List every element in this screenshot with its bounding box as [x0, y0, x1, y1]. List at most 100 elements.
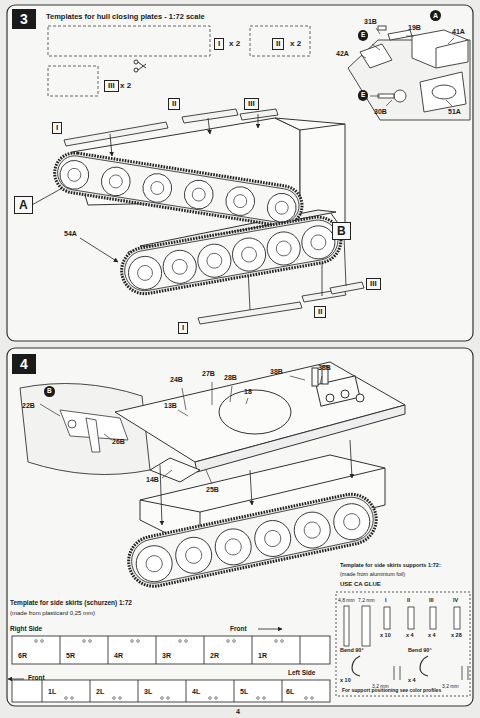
callout-box: III [104, 80, 119, 92]
detail-inset [348, 26, 470, 120]
subassembly-mark: A [430, 10, 441, 21]
callout-label: 6L [286, 688, 294, 695]
callout-label: x 4 [408, 678, 416, 684]
detail-inset [20, 384, 150, 475]
callout-label: x 2 [120, 82, 131, 90]
callout-box: II [168, 98, 180, 110]
template-heading: Templates for hull closing plates - 1:72… [46, 13, 205, 21]
step-panel [7, 348, 473, 706]
callout-label: 4,8 mm [338, 598, 355, 603]
callout-label: Bend 90° [408, 648, 432, 654]
node-text: B [337, 224, 346, 238]
callout-label: Template for side skirts supports 1:72: [340, 563, 441, 569]
node-text: III [248, 99, 255, 108]
callout-label: 5L [240, 688, 248, 695]
step-number: 4 [12, 354, 36, 374]
leader-line [362, 28, 454, 106]
callout-label: (made from plasticard 0,25 mm) [10, 610, 95, 616]
callout-label: 28B [224, 374, 237, 381]
callout-label: x 4 [428, 633, 436, 639]
callout-label: 26B [112, 438, 125, 445]
callout-box: I [178, 322, 188, 334]
callout-label: 3,2 mm [442, 684, 459, 689]
callout-label: 31B [364, 18, 377, 25]
leader-line [40, 376, 322, 484]
callout-label: Template for side skirts (schurzen) 1:72 [10, 600, 132, 607]
callout-label: 13B [164, 402, 177, 409]
callout-label: 3R [162, 652, 171, 659]
callout-label: Front [230, 626, 247, 633]
callout-box: I [52, 122, 62, 134]
callout-label: 24B [170, 376, 183, 383]
callout-box: III [366, 278, 381, 290]
step-panel [7, 5, 473, 341]
node-text: I [218, 39, 220, 48]
template-outline [48, 26, 310, 96]
hull-detail [60, 410, 128, 452]
callout-label: 1R [258, 652, 267, 659]
direction-arrow [8, 629, 282, 679]
node-text: I [56, 123, 58, 132]
assembly-arrow [30, 114, 346, 310]
skirt-template [12, 636, 330, 702]
node-text: 4 [20, 356, 28, 372]
callout-label: 19B [408, 24, 421, 31]
callout-label: 22B [22, 402, 35, 409]
node-text: I [182, 323, 184, 332]
node-text: III [370, 279, 377, 288]
track [52, 150, 305, 229]
node-text: II [318, 307, 322, 316]
callout-label: 30B [374, 108, 387, 115]
callout-box: II [314, 306, 326, 318]
node-text: II [172, 99, 176, 108]
callout-box: A [14, 196, 33, 214]
callout-label: (made from aluminium foil) [340, 572, 405, 578]
callout-label: 5R [66, 652, 75, 659]
subassembly-mark: E [358, 30, 368, 41]
node-text: 3 [20, 11, 28, 27]
subassembly-mark: B [44, 386, 55, 397]
scissors [134, 60, 146, 72]
callout-label: Left Side [288, 670, 315, 677]
callout-box: I [214, 38, 224, 50]
callout-label: x 28 [451, 633, 462, 639]
callout-label: x 10 [380, 633, 391, 639]
callout-label: 25B [206, 486, 219, 493]
callout-label: 51A [448, 108, 461, 115]
track-assembly [52, 150, 381, 591]
callout-label: III [429, 598, 434, 604]
callout-label: 3L [144, 688, 152, 695]
callout-label: 38B [318, 364, 331, 371]
callout-label: 42A [336, 50, 349, 57]
callout-label: 54A [64, 230, 77, 237]
callout-label: Right Side [10, 626, 42, 633]
callout-label: 14B [146, 476, 159, 483]
callout-label: x 4 [406, 633, 414, 639]
callout-box: III [244, 98, 259, 110]
callout-label: x 2 [229, 40, 240, 48]
track [118, 213, 345, 297]
callout-label: 2R [210, 652, 219, 659]
callout-label: 27B [202, 370, 215, 377]
node-text: II [276, 39, 280, 48]
callout-label: 7,2 mm [358, 598, 375, 603]
callout-label: 38B [270, 368, 283, 375]
callout-label: II [407, 598, 410, 604]
callout-box: II [272, 38, 284, 50]
callout-box: B [332, 222, 351, 240]
subassembly-mark: E [358, 90, 368, 101]
callout-label: Bend 90° [340, 648, 364, 654]
support-template [336, 592, 470, 696]
closing-plate [64, 109, 364, 324]
callout-label: 1L [48, 688, 56, 695]
callout-label: 18 [244, 388, 252, 395]
callout-label: 2L [96, 688, 104, 695]
node-text: III [108, 81, 115, 90]
callout-label: For support positioning see color profil… [342, 688, 441, 693]
callout-label: USE CA GLUE [340, 581, 381, 587]
callout-label: x 2 [290, 40, 301, 48]
step-number: 3 [12, 9, 36, 29]
mount-hole [35, 640, 314, 700]
callout-label: 4 [236, 708, 240, 715]
callout-label: IV [453, 598, 458, 604]
